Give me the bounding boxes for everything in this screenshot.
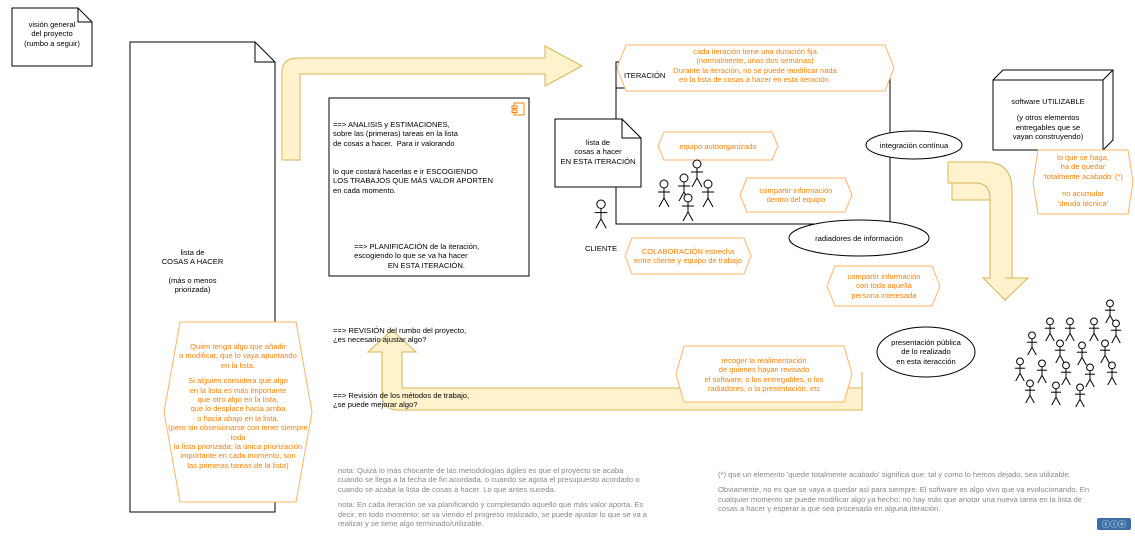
ci-ellipse xyxy=(865,130,963,160)
vision-note-fold xyxy=(77,8,92,23)
audience-member-figure xyxy=(1076,341,1088,366)
team-figures xyxy=(658,159,714,222)
audience-member-figure xyxy=(1054,339,1066,364)
radiators-ellipse xyxy=(788,219,930,257)
duration-note-text: cada iteración tiene una duración fija(n… xyxy=(673,47,837,85)
audience-member-figure xyxy=(1110,319,1122,344)
done-note-text: lo que se haga,ha de quedar'totalmente a… xyxy=(1043,153,1123,208)
audience-figures xyxy=(1014,299,1122,408)
collab-hexagon xyxy=(624,237,752,275)
customer-figure xyxy=(594,199,608,229)
share-interested-hexagon xyxy=(826,265,941,307)
audience-member-figure xyxy=(1036,359,1048,384)
planning-box-text: ==> ANALISIS y ESTIMACIONES,sobre las (p… xyxy=(333,119,493,410)
audience-member-figure xyxy=(1074,383,1086,408)
team-member-figure xyxy=(691,159,703,188)
audience-member-figure xyxy=(1106,361,1118,386)
audience-member-figure xyxy=(1060,361,1072,386)
feedback-hexagon xyxy=(675,345,853,403)
arrow-top xyxy=(281,45,584,161)
arrow-right-down-body xyxy=(947,161,1030,301)
backlog-hexagon xyxy=(163,321,313,503)
sprint-list-shape xyxy=(554,118,642,188)
ci-label: integración contínua xyxy=(879,141,949,150)
team-member-figure xyxy=(658,179,670,208)
audience-member-figure xyxy=(1064,317,1076,342)
audience-member-figure xyxy=(1099,339,1111,364)
notes-right: (*) que un elemento 'quede totalmente ac… xyxy=(718,470,1090,514)
duration-hexagon xyxy=(616,44,895,92)
backlog-document-fold xyxy=(254,42,275,63)
audience-member-figure xyxy=(1024,379,1036,404)
cc-badge-glyphs: ⓒⓘⓞ xyxy=(1102,520,1126,529)
audience-member-figure xyxy=(1014,357,1026,382)
team-member-figure xyxy=(702,179,714,208)
demo-ellipse xyxy=(876,326,976,378)
audience-member-figure xyxy=(1104,299,1116,324)
team-hexagon xyxy=(657,131,779,161)
radiators-label: radiadores de información xyxy=(815,234,903,243)
audience-member-figure xyxy=(1088,317,1100,342)
audience-member-figure xyxy=(1050,381,1062,406)
cc-license-badge xyxy=(1097,518,1131,530)
audience-member-figure xyxy=(1084,363,1096,388)
audience-member-figure xyxy=(1026,331,1038,356)
notes-left: nota: Quizá lo más chocante de las metod… xyxy=(338,466,648,529)
customer-label: CLIENTE xyxy=(584,244,618,253)
iteration-label: ITERACIÓN xyxy=(624,71,666,80)
planning-box-shape xyxy=(328,97,530,277)
share-team-hexagon xyxy=(739,177,853,213)
team-member-figure xyxy=(682,193,694,222)
done-hexagon xyxy=(1032,149,1134,215)
team-label: equipo autoorganizado xyxy=(679,142,757,151)
software-cube xyxy=(992,69,1114,151)
audience-member-figure xyxy=(1044,317,1056,342)
customer-stick-figure xyxy=(594,199,608,229)
vision-note-shape xyxy=(11,7,93,67)
